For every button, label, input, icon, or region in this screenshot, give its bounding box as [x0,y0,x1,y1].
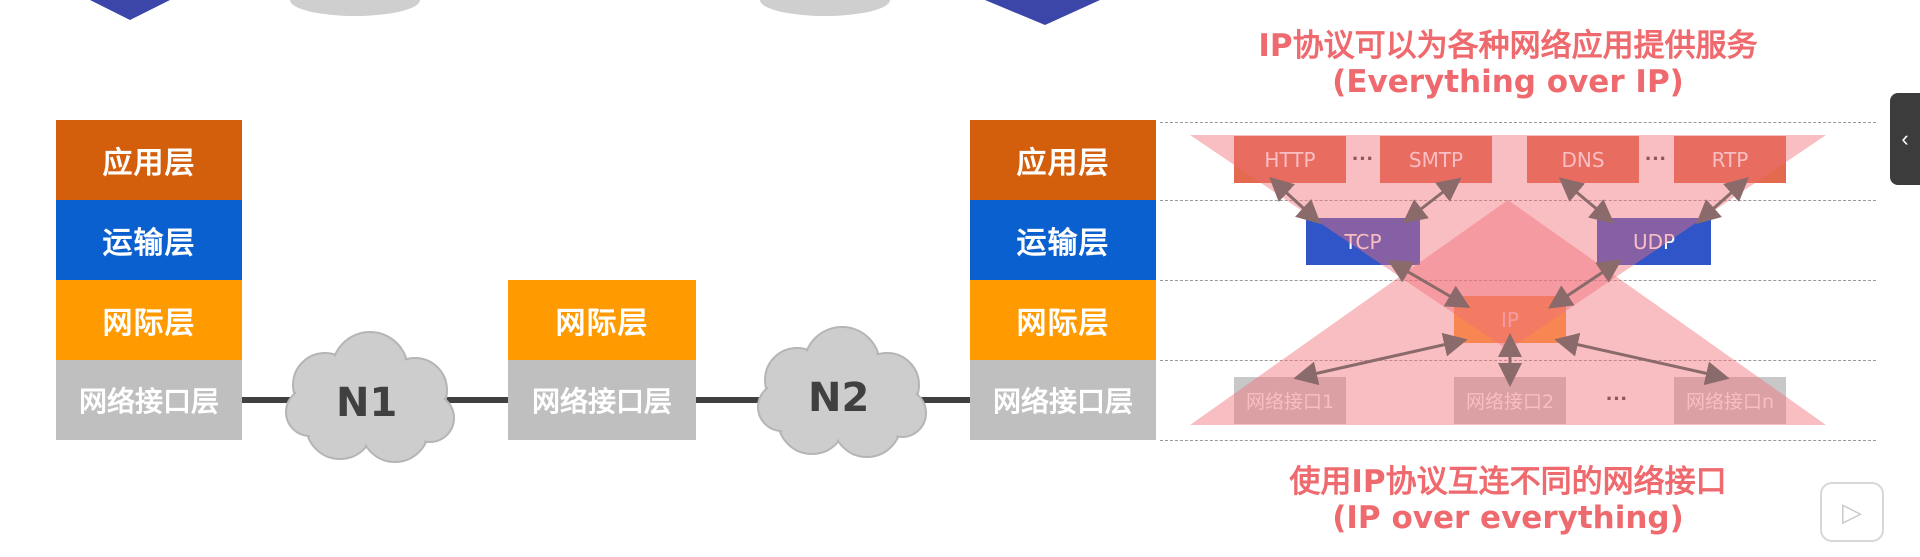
app-layer-left: 应用层 [56,120,242,200]
internet-layer-left: 网际层 [56,280,242,360]
ellipsis: ··· [1645,146,1667,172]
play-button[interactable]: ▷ [1820,482,1884,542]
separator [1160,280,1876,281]
chip-icon [90,0,170,20]
separator [1160,122,1876,123]
top-note-line1: IP协议可以为各种网络应用提供服务 [1258,28,1758,64]
separator [1160,200,1876,201]
cloud-icon [290,0,420,16]
cloud-n2-icon [757,326,927,458]
ellipsis: ··· [1352,146,1374,172]
play-icon: ▷ [1842,496,1862,527]
interface-layer-router: 网络接口层 [508,360,696,440]
separator [1160,440,1876,441]
chevron-left-icon: ‹ [1901,126,1909,151]
chip-icon [985,0,1100,25]
transport-layer-right: 运输层 [970,200,1156,280]
bottom-note-line2: (IP over everything) [1332,500,1684,536]
tcp-box: TCP [1306,218,1420,265]
internet-layer-router: 网际层 [508,280,696,360]
cloud-n2-label: N2 [808,375,870,421]
cloud-n1-label: N1 [336,380,398,426]
ellipsis: ··· [1606,386,1628,412]
bottom-note-line1: 使用IP协议互连不同的网络接口 [1289,464,1727,500]
smtp-box: SMTP [1380,136,1492,183]
top-decorations [90,0,1100,25]
cloud-n1-icon [285,331,455,463]
interface-n-box: 网络接口n [1674,377,1786,424]
transport-layer-left: 运输层 [56,200,242,280]
app-layer-right: 应用层 [970,120,1156,200]
top-triangle [1190,135,1826,350]
top-note-line2: (Everything over IP) [1332,64,1684,100]
internet-layer-right: 网际层 [970,280,1156,360]
dns-box: DNS [1527,136,1639,183]
udp-box: UDP [1597,218,1711,265]
interface-layer-left: 网络接口层 [56,360,242,440]
bottom-triangle [1190,200,1826,425]
http-box: HTTP [1234,136,1346,183]
side-panel-toggle[interactable]: ‹ [1890,93,1920,185]
rtp-box: RTP [1674,136,1786,183]
interface-layer-right: 网络接口层 [970,360,1156,440]
cloud-icon [760,0,890,16]
